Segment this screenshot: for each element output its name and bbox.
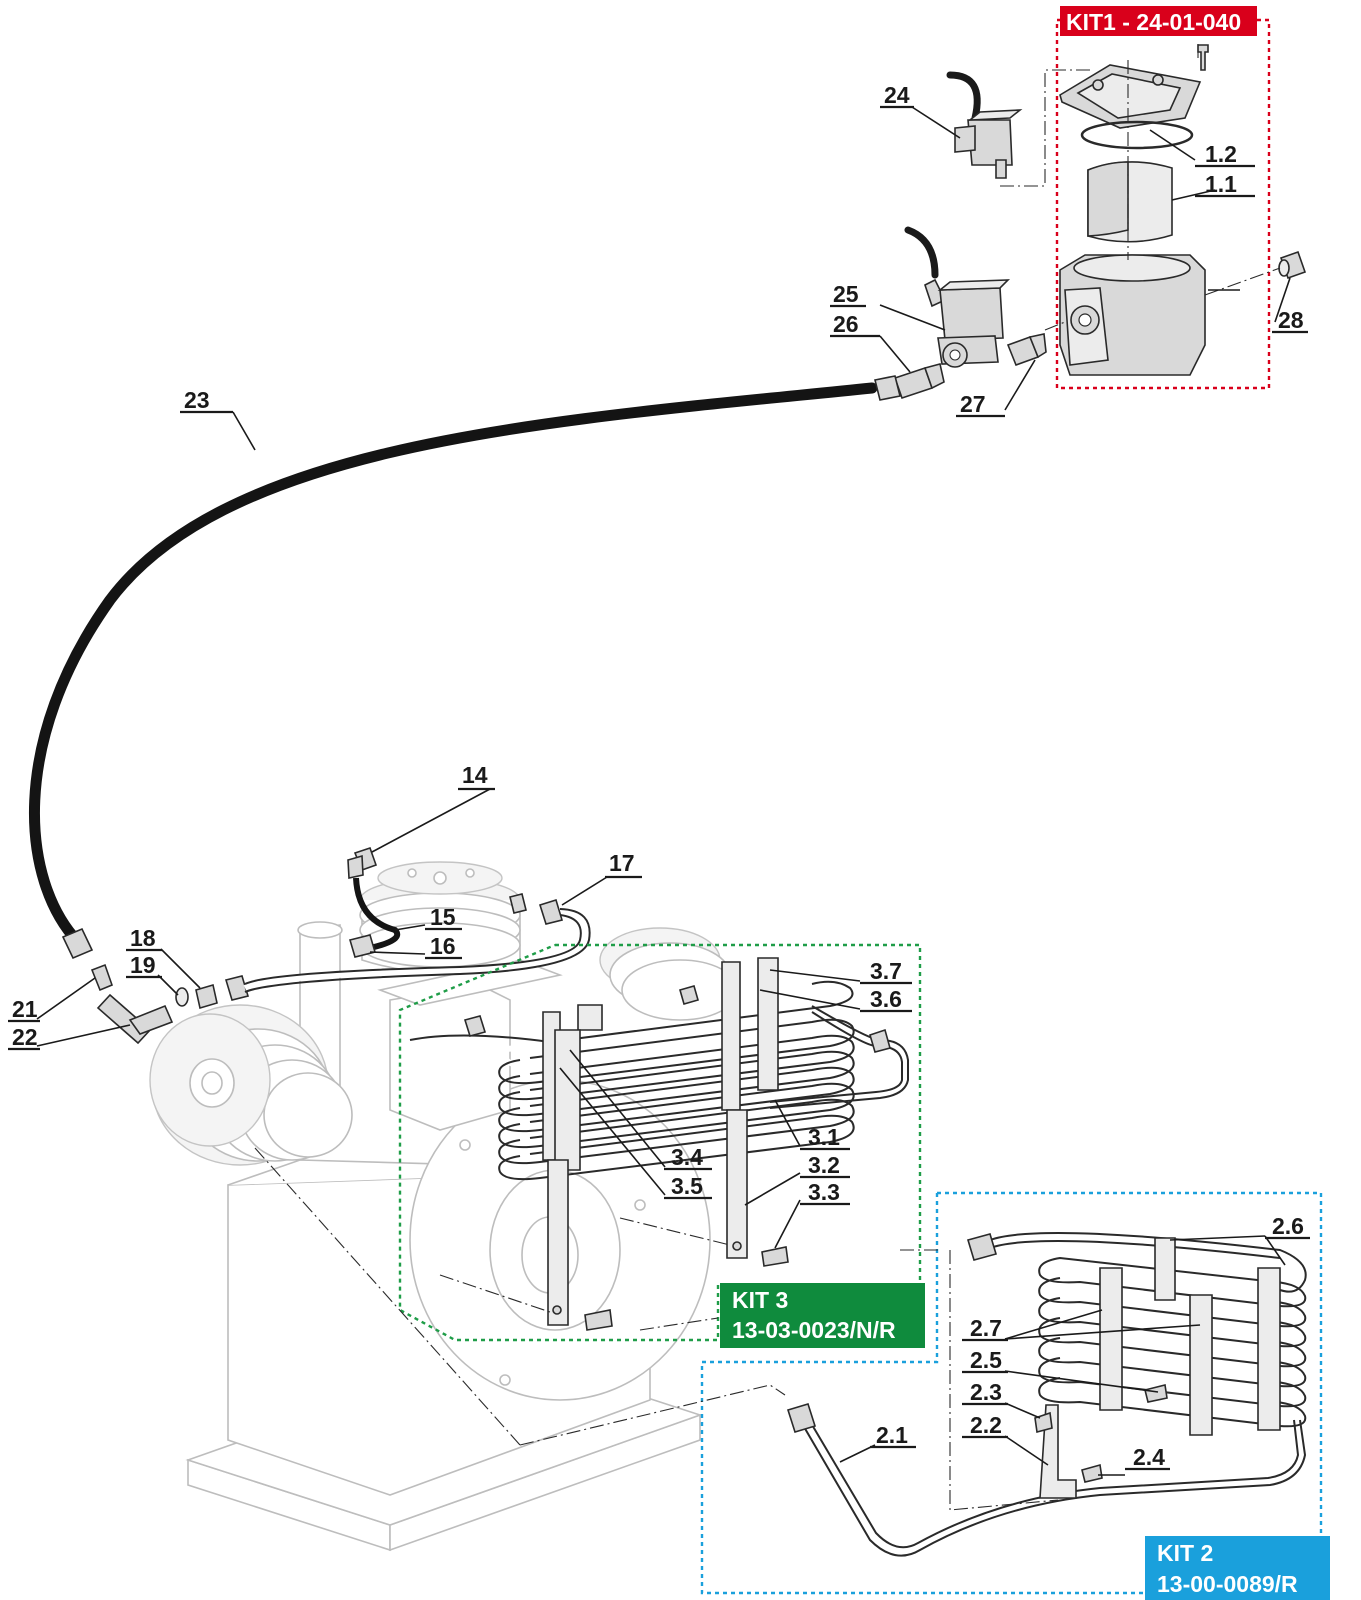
svg-text:19: 19: [130, 952, 156, 978]
callout-3-5: 3.5: [664, 1173, 712, 1200]
compressor-body-ghost: [149, 861, 739, 1552]
svg-text:27: 27: [960, 391, 986, 417]
svg-text:26: 26: [833, 311, 859, 337]
fitting-26: [893, 363, 945, 400]
kit2-cooler-coil: [786, 1231, 1307, 1557]
kit2-brackets: [1034, 1237, 1281, 1499]
svg-text:25: 25: [833, 281, 859, 307]
svg-text:3.1: 3.1: [808, 1124, 840, 1150]
callout-2-4: 2.4: [1125, 1444, 1170, 1471]
svg-text:2.7: 2.7: [970, 1315, 1002, 1341]
solenoid-valve-25: [904, 226, 1011, 368]
callout-22: 22: [8, 1024, 40, 1051]
callout-28: 28: [1272, 307, 1308, 334]
svg-text:3.7: 3.7: [870, 958, 902, 984]
callout-3-2: 3.2: [800, 1152, 850, 1179]
svg-text:24: 24: [884, 82, 910, 108]
solenoid-valve-24: [946, 71, 1023, 179]
callout-15: 15: [425, 904, 462, 931]
callout-1-1: 1.1: [1195, 171, 1255, 198]
callout-16: 16: [425, 933, 462, 960]
callout-2-6: 2.6: [1265, 1213, 1310, 1240]
svg-text:2.2: 2.2: [970, 1412, 1002, 1438]
svg-text:KIT 2: KIT 2: [1157, 1540, 1213, 1566]
callout-3-3: 3.3: [800, 1179, 850, 1206]
svg-text:3.4: 3.4: [671, 1144, 703, 1170]
fittings-18-19: [175, 975, 250, 1010]
kit3-cooler-coil: [409, 980, 909, 1181]
svg-text:13-00-0089/R: 13-00-0089/R: [1157, 1571, 1298, 1597]
callout-23: 23: [180, 387, 233, 414]
svg-text:14: 14: [462, 762, 488, 788]
svg-text:3.3: 3.3: [808, 1179, 840, 1205]
svg-text:3.6: 3.6: [870, 986, 902, 1012]
svg-text:15: 15: [430, 904, 456, 930]
kit2-badge: KIT 2 13-00-0089/R: [1145, 1536, 1330, 1600]
kit2-boundary-a: [937, 1191, 1323, 1535]
filter-housing: [1059, 254, 1206, 376]
kit3-badge: KIT 3 13-03-0023/N/R: [720, 1283, 925, 1348]
svg-text:22: 22: [12, 1024, 38, 1050]
svg-text:17: 17: [609, 850, 635, 876]
svg-text:3.5: 3.5: [671, 1173, 703, 1199]
callout-17: 17: [605, 850, 642, 879]
svg-text:13-03-0023/N/R: 13-03-0023/N/R: [732, 1317, 896, 1343]
callout-2-3: 2.3: [962, 1379, 1008, 1406]
leader-lines: [36, 106, 1291, 1476]
callout-2-1: 2.1: [870, 1422, 916, 1449]
svg-text:1.2: 1.2: [1205, 141, 1237, 167]
svg-text:2.5: 2.5: [970, 1347, 1002, 1373]
filter-cartridge: [1087, 161, 1173, 243]
callout-2-2: 2.2: [962, 1412, 1008, 1439]
drain-plug: [1278, 250, 1307, 280]
callout-2-7: 2.7: [962, 1315, 1008, 1342]
callout-25: 25: [830, 281, 866, 308]
svg-text:2.3: 2.3: [970, 1379, 1002, 1405]
svg-text:18: 18: [130, 925, 156, 951]
svg-text:28: 28: [1278, 307, 1304, 333]
svg-text:1.1: 1.1: [1205, 171, 1237, 197]
svg-text:KIT1 - 24-01-040: KIT1 - 24-01-040: [1066, 9, 1241, 35]
callout-1-2: 1.2: [1195, 141, 1255, 168]
filter-cover-plate: [1059, 44, 1209, 129]
cylinder-head-fins-left: [149, 1004, 353, 1166]
callout-26: 26: [830, 311, 880, 338]
callout-14: 14: [458, 762, 495, 791]
callout-18: 18: [126, 925, 162, 952]
callout-24: 24: [880, 82, 914, 109]
callout-3-7: 3.7: [860, 958, 912, 985]
callout-2-5: 2.5: [962, 1347, 1008, 1374]
callout-27: 27: [956, 391, 1005, 418]
kit3-boundary-a: [555, 943, 922, 1285]
callout-19: 19: [126, 952, 162, 979]
tee-fitting-22: [90, 963, 174, 1045]
cylinder-head-fins-right: [599, 927, 739, 1021]
callout-21: 21: [8, 996, 40, 1023]
hose-23: [29, 375, 901, 960]
svg-text:16: 16: [430, 933, 456, 959]
callout-3-4: 3.4: [664, 1144, 712, 1171]
kit2-boundary-b: [700, 1193, 1143, 1595]
callout-3-6: 3.6: [860, 986, 912, 1013]
svg-text:2.4: 2.4: [1133, 1444, 1165, 1470]
kit1-badge: KIT1 - 24-01-040: [1060, 6, 1257, 36]
svg-text:KIT 3: KIT 3: [732, 1287, 788, 1313]
svg-text:23: 23: [184, 387, 210, 413]
o-ring-seal: [1080, 120, 1194, 150]
svg-text:2.1: 2.1: [876, 1422, 908, 1448]
svg-text:3.2: 3.2: [808, 1152, 840, 1178]
svg-text:2.6: 2.6: [1272, 1213, 1304, 1239]
callout-3-1: 3.1: [800, 1124, 850, 1151]
fitting-27: [1006, 333, 1047, 367]
svg-text:21: 21: [12, 996, 38, 1022]
